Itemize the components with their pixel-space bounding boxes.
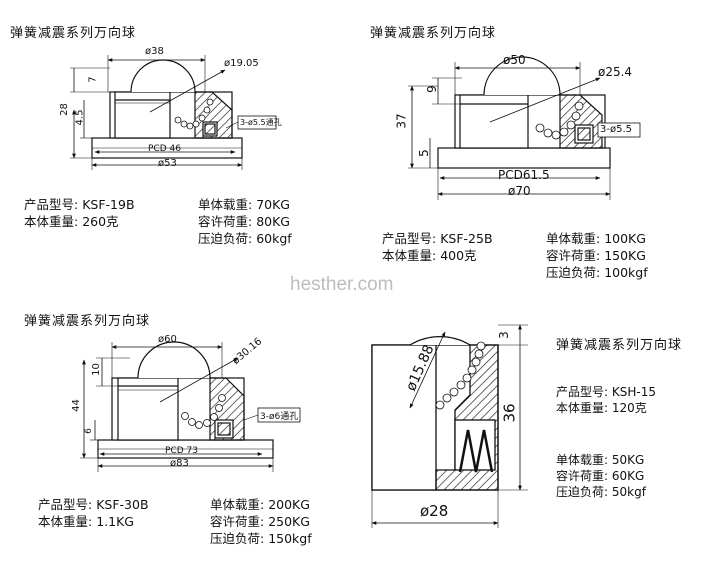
dim-base-diameter: ø28 xyxy=(420,502,449,520)
spec-row: 产品型号: KSH-15 xyxy=(556,385,656,399)
dim-holes: 3-ø5.5 xyxy=(600,124,632,135)
dim-height-body: 4.5 xyxy=(74,109,86,126)
panel-title-ksh-15: 弹簧减震系列万向球 xyxy=(556,338,683,353)
dim-height-total: 37 xyxy=(394,113,409,129)
dim-height-top: 10 xyxy=(90,363,102,376)
drawing-ksf-25b xyxy=(408,56,641,200)
dim-height-top: 3 xyxy=(496,331,511,339)
dim-height-base: 5 xyxy=(416,149,431,157)
dim-height-total: 36 xyxy=(500,403,519,423)
dim-holes: 3-ø6通孔 xyxy=(260,412,299,422)
spec-row: 产品型号: KSF-25B xyxy=(382,231,493,246)
dim-pcd: PCD 46 xyxy=(148,144,181,154)
spec-row: 容许荷重: 150KG xyxy=(546,248,646,263)
specs-ksf-30b-right: 单体载重: 200KG 容许荷重: 250KG 压迫负荷: 150kgf xyxy=(210,496,312,547)
dim-pcd: PCD61.5 xyxy=(498,168,550,182)
panel-title-ksf-25b: 弹簧减震系列万向球 xyxy=(370,26,497,41)
spec-row: 产品型号: KSF-19B xyxy=(24,197,135,212)
spec-row: 产品型号: KSF-30B xyxy=(38,497,149,512)
spec-row: 单体载重: 70KG xyxy=(198,197,290,212)
dim-top-diameter: ø50 xyxy=(503,53,526,67)
dim-height-total: 44 xyxy=(70,399,82,412)
watermark: hesther.com xyxy=(290,274,394,295)
specs-ksf-25b-right: 单体载重: 100KG 容许荷重: 150KG 压迫负荷: 100kgf xyxy=(546,230,648,281)
dim-ball-diameter: ø25.4 xyxy=(598,65,633,79)
specs-ksf-19b-right: 单体载重: 70KG 容许荷重: 80KG 压迫负荷: 60kgf xyxy=(198,196,292,247)
dim-ball-diameter: ø19.05 xyxy=(224,58,259,69)
drawing-ksf-19b xyxy=(70,55,277,170)
panel-title-ksf-30b: 弹簧减震系列万向球 xyxy=(24,314,151,329)
dim-base-diameter: ø53 xyxy=(158,158,177,169)
specs-ksh-15-top: 产品型号: KSH-15 本体重量: 120克 xyxy=(556,384,656,416)
dim-top-diameter: ø60 xyxy=(158,334,177,345)
dim-base-diameter: ø70 xyxy=(508,184,531,198)
spec-row: 单体载重: 100KG xyxy=(546,231,646,246)
dim-height-top: 9 xyxy=(424,85,439,93)
specs-ksf-30b-left: 产品型号: KSF-30B 本体重量: 1.1KG xyxy=(38,496,149,530)
spec-row: 单体载重: 50KG xyxy=(556,453,645,467)
dim-pcd: PCD 73 xyxy=(165,446,198,456)
spec-row: 压迫负荷: 50kgf xyxy=(556,485,646,499)
spec-row: 本体重量: 120克 xyxy=(556,401,647,415)
spec-row: 容许荷重: 250KG xyxy=(210,514,310,529)
specs-ksf-19b-left: 产品型号: KSF-19B 本体重量: 260克 xyxy=(24,196,135,230)
spec-row: 压迫负荷: 150kgf xyxy=(210,531,312,546)
specs-ksf-25b-left: 产品型号: KSF-25B 本体重量: 400克 xyxy=(382,230,493,264)
spec-row: 本体重量: 260克 xyxy=(24,214,119,229)
spec-row: 本体重量: 400克 xyxy=(382,248,477,263)
dim-height-total: 28 xyxy=(58,103,70,116)
spec-row: 容许荷重: 60KG xyxy=(556,469,645,483)
dim-holes: 3-ø5.5通孔 xyxy=(240,118,282,127)
dim-top-diameter: ø38 xyxy=(145,46,164,57)
dim-height-base: 6 xyxy=(83,428,94,434)
spec-row: 压迫负荷: 60kgf xyxy=(198,231,292,246)
panel-title-ksf-19b: 弹簧减震系列万向球 xyxy=(10,26,137,41)
dim-height-top: 7 xyxy=(87,76,99,83)
spec-row: 压迫负荷: 100kgf xyxy=(546,265,648,280)
drawing-ksh-15 xyxy=(371,324,528,528)
dim-base-diameter: ø83 xyxy=(170,458,189,469)
specs-ksh-15-bottom: 单体载重: 50KG 容许荷重: 60KG 压迫负荷: 50kgf xyxy=(556,452,646,500)
spec-row: 单体载重: 200KG xyxy=(210,497,310,512)
drawing-ksf-30b xyxy=(80,341,301,472)
spec-row: 本体重量: 1.1KG xyxy=(38,514,134,529)
spec-row: 容许荷重: 80KG xyxy=(198,214,290,229)
